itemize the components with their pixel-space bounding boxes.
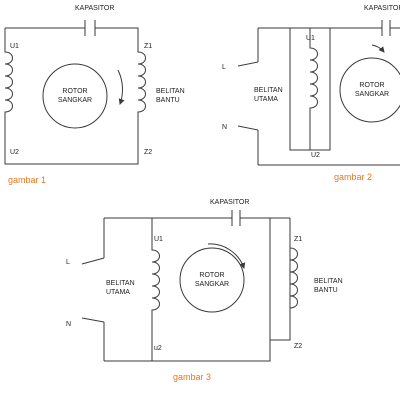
diagram-3-z1-label: Z1 [294,236,302,243]
diagram-1-aux-label-2: BANTU [156,97,180,104]
caption-gambar-3: gambar 3 [173,372,211,382]
diagram-2-u1-label: U1 [306,35,315,42]
diagram-3-rotor [179,247,245,313]
caption-gambar-2: gambar 2 [334,172,372,182]
diagram-2-l-terminal [237,61,259,67]
diagram-1-u1-label: U1 [10,43,19,50]
diagram-3-rotation-arrow [207,243,246,269]
diagram-1-capacitor-label: KAPASITOR [75,5,114,12]
diagram-2-rotor [339,57,400,123]
diagram-2-capacitor-label: KAPASITOR [364,5,400,12]
diagram-1-rotor [42,63,108,129]
diagram-1 [4,20,146,165]
diagram-1-z2-label: Z2 [144,149,152,156]
diagram-3-capacitor-label: KAPASITOR [210,199,249,206]
diagram-1-top-wire [4,27,139,44]
diagram-1-rotor-label-2: SANGKAR [58,97,92,104]
diagram-3-aux-label-2: BANTU [314,287,338,294]
diagram-1-aux-winding-coil [137,44,146,150]
diagram-2-rotor-label-2: SANGKAR [355,91,389,98]
caption-gambar-1: gambar 1 [8,175,46,185]
diagram-3-l-terminal [81,257,105,265]
diagram-1-main-winding-coil [4,44,13,150]
diagram-2-main-label-2: UTAMA [254,96,278,103]
diagram-1-rotor-label-1: ROTOR [62,88,87,95]
diagram-3-main-label-1: BELITAN [106,280,135,287]
diagram-1-z1-label: Z1 [144,43,152,50]
diagram-3-rotor-label-2: SANGKAR [195,281,229,288]
diagram-1-rotation-arrow [117,69,125,105]
diagram-2-l-label: L [222,64,226,71]
diagram-3-main-winding-coil [151,242,160,345]
diagram-3-u2-label: u2 [154,345,162,352]
diagram-1-bottom-wire [4,150,139,165]
diagram-1-aux-label-1: BELITAN [156,88,185,95]
diagram-3-z2-label: Z2 [294,343,302,350]
diagram-3-main-label-2: UTAMA [106,289,130,296]
diagram-2 [237,20,400,166]
diagram-2-rotation-arrow [371,44,385,53]
diagram-2-main-label-1: BELITAN [254,87,283,94]
diagram-3-n-label: N [66,321,71,328]
diagram-3 [81,210,298,362]
diagram-3-l-label: L [66,259,70,266]
diagram-2-n-terminal [237,125,259,131]
diagram-1-u2-label: U2 [10,149,19,156]
diagram-2-u2-label: U2 [311,152,320,159]
diagram-2-n-label: N [222,124,227,131]
diagram-3-aux-winding-coil [289,240,298,340]
diagram-3-rotor-label-1: ROTOR [199,272,224,279]
diagram-3-aux-loop [269,218,291,341]
diagram-3-aux-label-1: BELITAN [314,278,343,285]
diagram-3-u1-label: U1 [154,236,163,243]
diagram-3-n-terminal [81,317,105,323]
diagram-2-main-winding-coil [309,40,318,150]
diagram-2-rotor-label-1: ROTOR [359,82,384,89]
diagram-3-bottom-wire [104,340,271,362]
